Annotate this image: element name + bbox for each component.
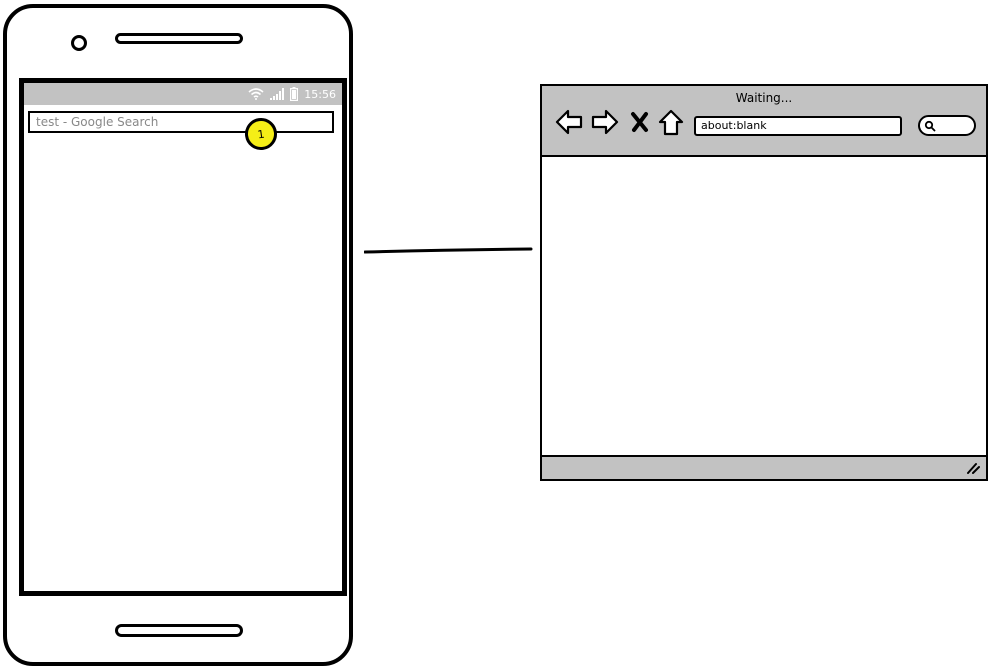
browser-window: Waiting... about:blank <box>540 84 988 481</box>
search-icon <box>924 120 936 132</box>
speaker-grille <box>115 33 243 44</box>
status-bar: 15:56 <box>24 83 342 105</box>
url-field[interactable]: test - Google Search <box>28 111 334 133</box>
browser-statusbar <box>542 455 986 479</box>
battery-icon <box>290 87 299 102</box>
browser-title: Waiting... <box>735 91 793 105</box>
browser-toolbar: Waiting... about:blank <box>542 86 986 157</box>
address-bar[interactable]: about:blank <box>694 116 902 136</box>
camera-icon <box>71 35 87 51</box>
connector-line <box>364 247 533 254</box>
phone-screen: 15:56 test - Google Search 1 <box>19 78 347 596</box>
wifi-icon <box>248 88 264 100</box>
status-time: 15:56 <box>304 87 336 101</box>
forward-arrow-icon[interactable] <box>590 108 620 136</box>
signal-icon <box>270 88 285 100</box>
home-icon[interactable] <box>656 108 686 136</box>
stop-icon[interactable] <box>628 108 658 136</box>
phone-frame: 15:56 test - Google Search 1 <box>3 4 353 666</box>
home-button[interactable] <box>115 624 243 637</box>
back-arrow-icon[interactable] <box>554 108 584 136</box>
resize-grip-icon[interactable] <box>966 462 980 474</box>
browser-content <box>542 157 986 455</box>
search-box[interactable] <box>918 115 976 136</box>
